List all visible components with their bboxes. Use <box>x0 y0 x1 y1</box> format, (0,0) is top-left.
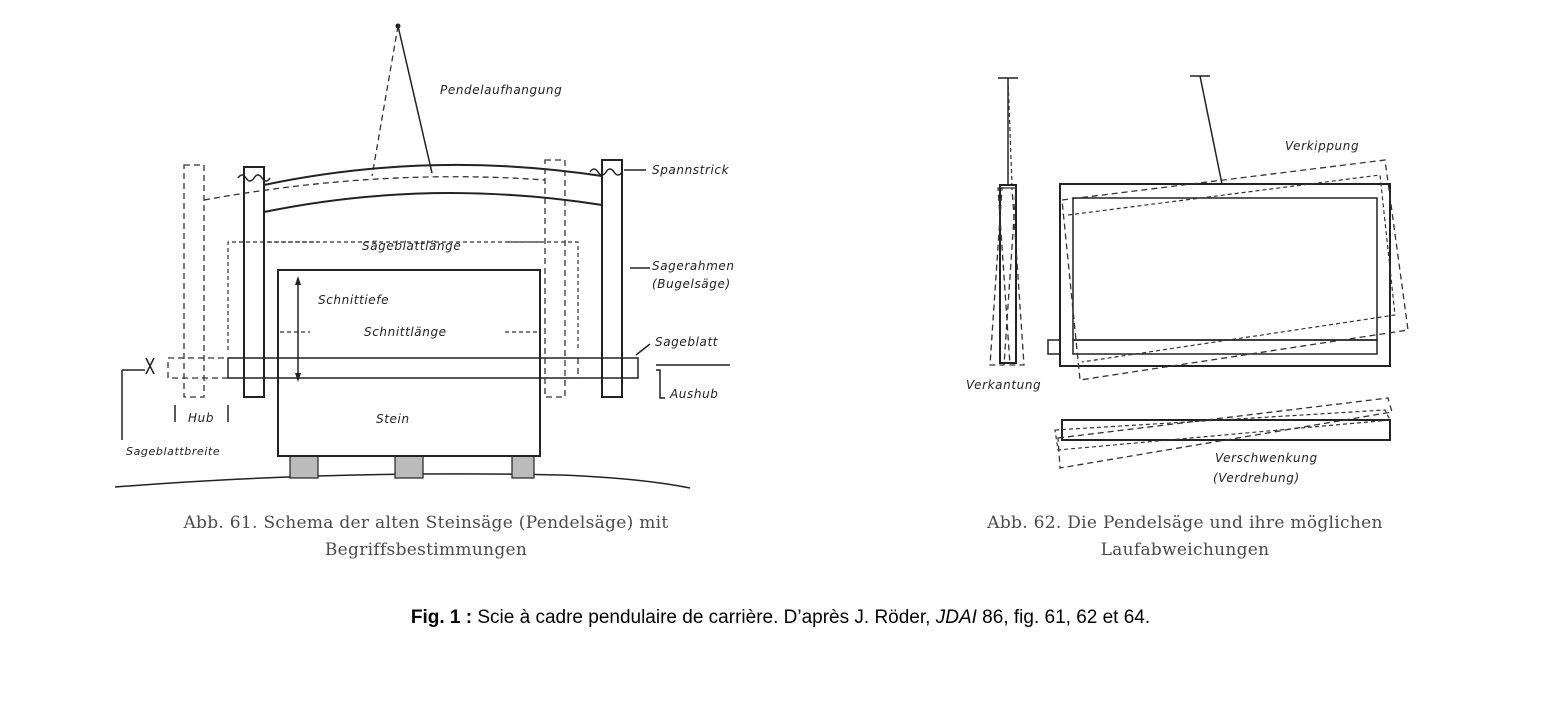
label-verkippung: Verkippung <box>1285 139 1359 153</box>
top-blade <box>1061 419 1391 441</box>
ground-line <box>114 473 691 489</box>
frame-top-bar-lower <box>263 192 603 213</box>
caption-figure-61: Abb. 61. Schema der alten Steinsäge (Pen… <box>120 510 732 564</box>
label-stein: Stein <box>376 412 410 426</box>
caption-figure-62: Abb. 62. Die Pendelsäge und ihre möglich… <box>945 510 1425 564</box>
label-sageblatt: Sageblatt <box>655 335 719 349</box>
support-block-left <box>289 455 319 479</box>
label-sageblattlange: Sägeblattlänge <box>362 239 461 253</box>
caption-text-after: 86, fig. 61, 62 et 64. <box>976 607 1151 628</box>
cut-depth-arrowhead-bottom <box>295 373 301 382</box>
frame-post-right-dashed <box>544 159 566 398</box>
aushub-bracket <box>656 369 665 399</box>
tilted-frame-dashed-inner <box>1067 174 1396 363</box>
label-verkantung: Verkantung <box>966 378 1041 392</box>
figure-caption: Fig. 1 : Scie à cadre pendulaire de carr… <box>0 607 1561 629</box>
label-sageblattbreite: Sageblattbreite <box>126 445 220 458</box>
cut-depth-arrowhead-top <box>295 276 301 285</box>
label-hub: Hub <box>188 411 214 425</box>
support-block-middle <box>394 455 424 479</box>
front-suspension-line <box>1199 75 1223 185</box>
fig62-drawing: Verkippung Verkantung Verschwenkung (Ver… <box>966 75 1409 485</box>
label-bugelsage: (Bugelsäge) <box>652 277 731 291</box>
figure-number: Fig. 1 : <box>410 607 473 628</box>
caption-text-before: Scie à cadre pendulaire de carrière. D’a… <box>472 607 936 628</box>
front-blade <box>1072 339 1378 355</box>
side-frame <box>999 184 1017 364</box>
frame-top-bar-dashed <box>203 176 546 201</box>
caption-61-line-2: Begriffsbestimmungen <box>324 540 528 560</box>
label-aushub: Aushub <box>669 387 719 401</box>
frame-post-left-dashed <box>183 164 205 398</box>
top-blade-swung-2 <box>1054 409 1391 451</box>
suspension-point <box>395 23 401 29</box>
top-blade-swung <box>1057 397 1393 469</box>
caption-62-line-1: Abb. 62. Die Pendelsäge und ihre möglich… <box>987 513 1383 533</box>
caption-61-line-1: Abb. 61. Schema der alten Steinsäge (Pen… <box>183 513 669 533</box>
label-sagerahmen: Sagerahmen <box>652 259 735 273</box>
tension-rope-left <box>237 174 271 182</box>
sageblatt-pointer <box>635 343 651 356</box>
side-suspension-line-dashed <box>1007 77 1013 186</box>
label-schnittiefe: Schnittiefe <box>318 293 389 307</box>
saw-blade <box>227 357 639 379</box>
label-verdrehung: (Verdrehung) <box>1213 471 1300 485</box>
caption-62-line-2: Laufabweichungen <box>1100 540 1270 560</box>
label-pendelaufhangung: Pendelaufhangung <box>440 83 562 97</box>
support-block-right <box>511 455 535 479</box>
frame-post-left <box>243 166 265 398</box>
side-frame-tilted-2 <box>989 187 1017 366</box>
front-frame-inner <box>1072 197 1378 341</box>
label-verschwenkung: Verschwenkung <box>1215 451 1318 465</box>
label-spannstrick: Spannstrick <box>652 163 730 177</box>
saw-blade-dashed <box>167 357 579 379</box>
frame-post-right <box>601 159 623 398</box>
blade-width-symbol <box>145 357 155 375</box>
side-frame-tilted <box>997 187 1025 366</box>
journal-name: JDAI <box>935 607 977 628</box>
frame-top-bar-upper <box>263 163 603 186</box>
suspension-line <box>397 25 433 174</box>
label-schnittlange: Schnittlänge <box>364 325 447 339</box>
stone-block <box>277 269 541 457</box>
front-frame-outer <box>1059 183 1391 367</box>
suspension-line-dashed <box>371 25 399 177</box>
fig61-drawing: Pendelaufhangung Spannstrick Sägeblattlä… <box>114 23 735 489</box>
blade-length-dim <box>227 241 579 350</box>
front-blade-end <box>1047 339 1061 355</box>
tension-rope-right <box>589 168 623 176</box>
